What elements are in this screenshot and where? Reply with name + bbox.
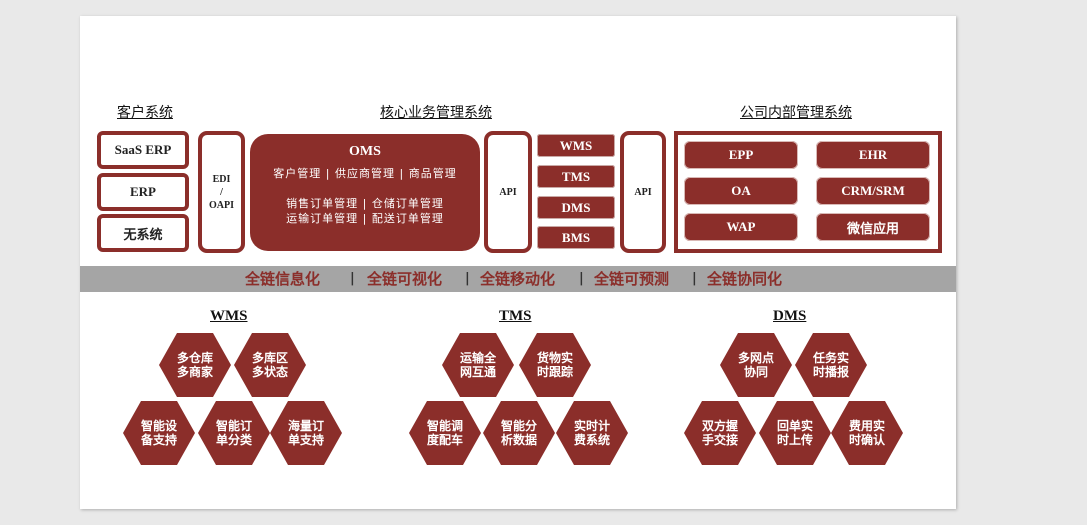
dms-feature-hex: 费用实时确认 xyxy=(831,401,903,465)
dms-group-title: DMS xyxy=(773,308,807,324)
internal-oa: OA xyxy=(684,177,798,205)
internal-wap: WAP xyxy=(684,213,798,241)
tms-group-title: TMS xyxy=(499,308,532,324)
tms-feature-hex: 智能调度配车 xyxy=(409,401,481,465)
band-item-visualization: 全链可视化 xyxy=(367,270,443,288)
oms-row-3: 运输订单管理 | 配送订单管理 xyxy=(286,212,444,225)
api-right-box: API xyxy=(620,131,666,253)
internal-epp: EPP xyxy=(684,141,798,169)
system-tms: TMS xyxy=(537,165,615,188)
band-item-collaboration: 全链协同化 xyxy=(707,270,783,288)
wms-feature-hex: 智能设备支持 xyxy=(123,401,195,465)
dms-feature-hex: 双方握手交接 xyxy=(684,401,756,465)
system-wms: WMS xyxy=(537,134,615,157)
tms-feature-hex: 智能分析数据 xyxy=(483,401,555,465)
system-dms: DMS xyxy=(537,196,615,219)
internal-ehr: EHR xyxy=(816,141,930,169)
wms-group-title: WMS xyxy=(210,308,248,324)
dms-feature-hex: 多网点协同 xyxy=(720,333,792,397)
edi-label: EDI xyxy=(212,173,231,185)
oms-box: OMS 客户管理 | 供应商管理 | 商品管理 销售订单管理 | 仓储订单管理 … xyxy=(250,134,480,251)
dms-feature-hex: 回单实时上传 xyxy=(759,401,831,465)
capability-band: 全链信息化 | 全链可视化 | 全链移动化 | 全链可预测 | 全链协同化 xyxy=(80,266,956,292)
band-separator: | xyxy=(579,271,584,286)
client-systems-title: 客户系统 xyxy=(117,105,173,121)
band-separator: | xyxy=(465,271,470,286)
internal-crm-srm: CRM/SRM xyxy=(816,177,930,205)
band-separator: | xyxy=(350,271,355,286)
architecture-slide: 客户系统 核心业务管理系统 公司内部管理系统 SaaS ERP ERP 无系统 … xyxy=(80,16,956,509)
wms-feature-hex: 多库区多状态 xyxy=(234,333,306,397)
internal-systems-title: 公司内部管理系统 xyxy=(740,105,852,121)
client-saas-erp: SaaS ERP xyxy=(97,131,189,169)
oms-title: OMS xyxy=(349,144,381,159)
oapi-label: OAPI xyxy=(209,199,234,211)
band-item-mobility: 全链移动化 xyxy=(480,270,556,288)
oms-row-1: 客户管理 | 供应商管理 | 商品管理 xyxy=(273,167,457,180)
wms-feature-hex: 多仓库多商家 xyxy=(159,333,231,397)
edi-oapi-box: EDI / OAPI xyxy=(198,131,245,253)
wms-feature-hex: 智能订单分类 xyxy=(198,401,270,465)
oms-row-2: 销售订单管理 | 仓储订单管理 xyxy=(286,197,444,210)
band-item-informatization: 全链信息化 xyxy=(245,270,321,288)
core-systems-title: 核心业务管理系统 xyxy=(380,105,492,121)
band-separator: | xyxy=(692,271,697,286)
tms-feature-hex: 运输全网互通 xyxy=(442,333,514,397)
client-erp: ERP xyxy=(97,173,189,211)
tms-feature-hex: 实时计费系统 xyxy=(556,401,628,465)
band-item-predictability: 全链可预测 xyxy=(594,270,670,288)
dms-feature-hex: 任务实时播报 xyxy=(795,333,867,397)
wms-feature-hex: 海量订单支持 xyxy=(270,401,342,465)
internal-wechat-app: 微信应用 xyxy=(816,213,930,241)
system-bms: BMS xyxy=(537,226,615,249)
api-left-box: API xyxy=(484,131,532,253)
edi-slash: / xyxy=(220,186,223,198)
client-no-system: 无系统 xyxy=(97,214,189,252)
tms-feature-hex: 货物实时跟踪 xyxy=(519,333,591,397)
